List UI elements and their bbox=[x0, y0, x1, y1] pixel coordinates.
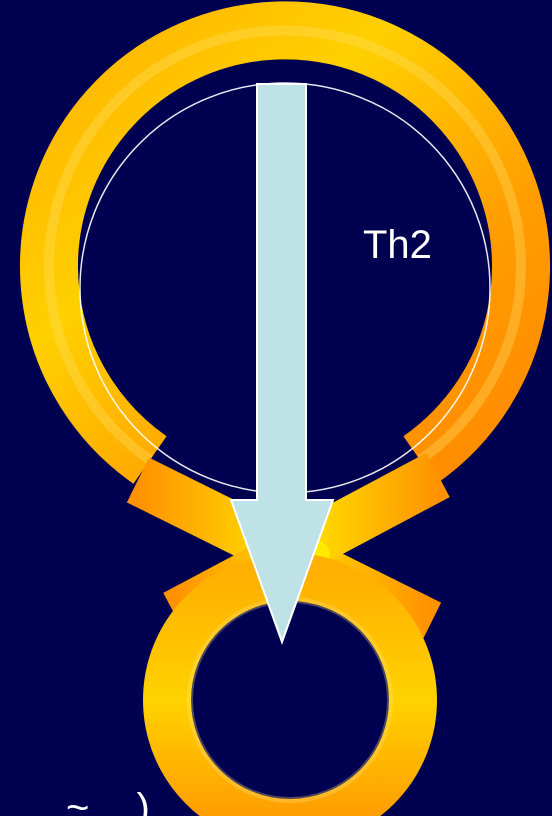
cropped-text-fragment: ~ ) bbox=[66, 788, 168, 816]
th2-label: Th2 bbox=[363, 225, 432, 265]
